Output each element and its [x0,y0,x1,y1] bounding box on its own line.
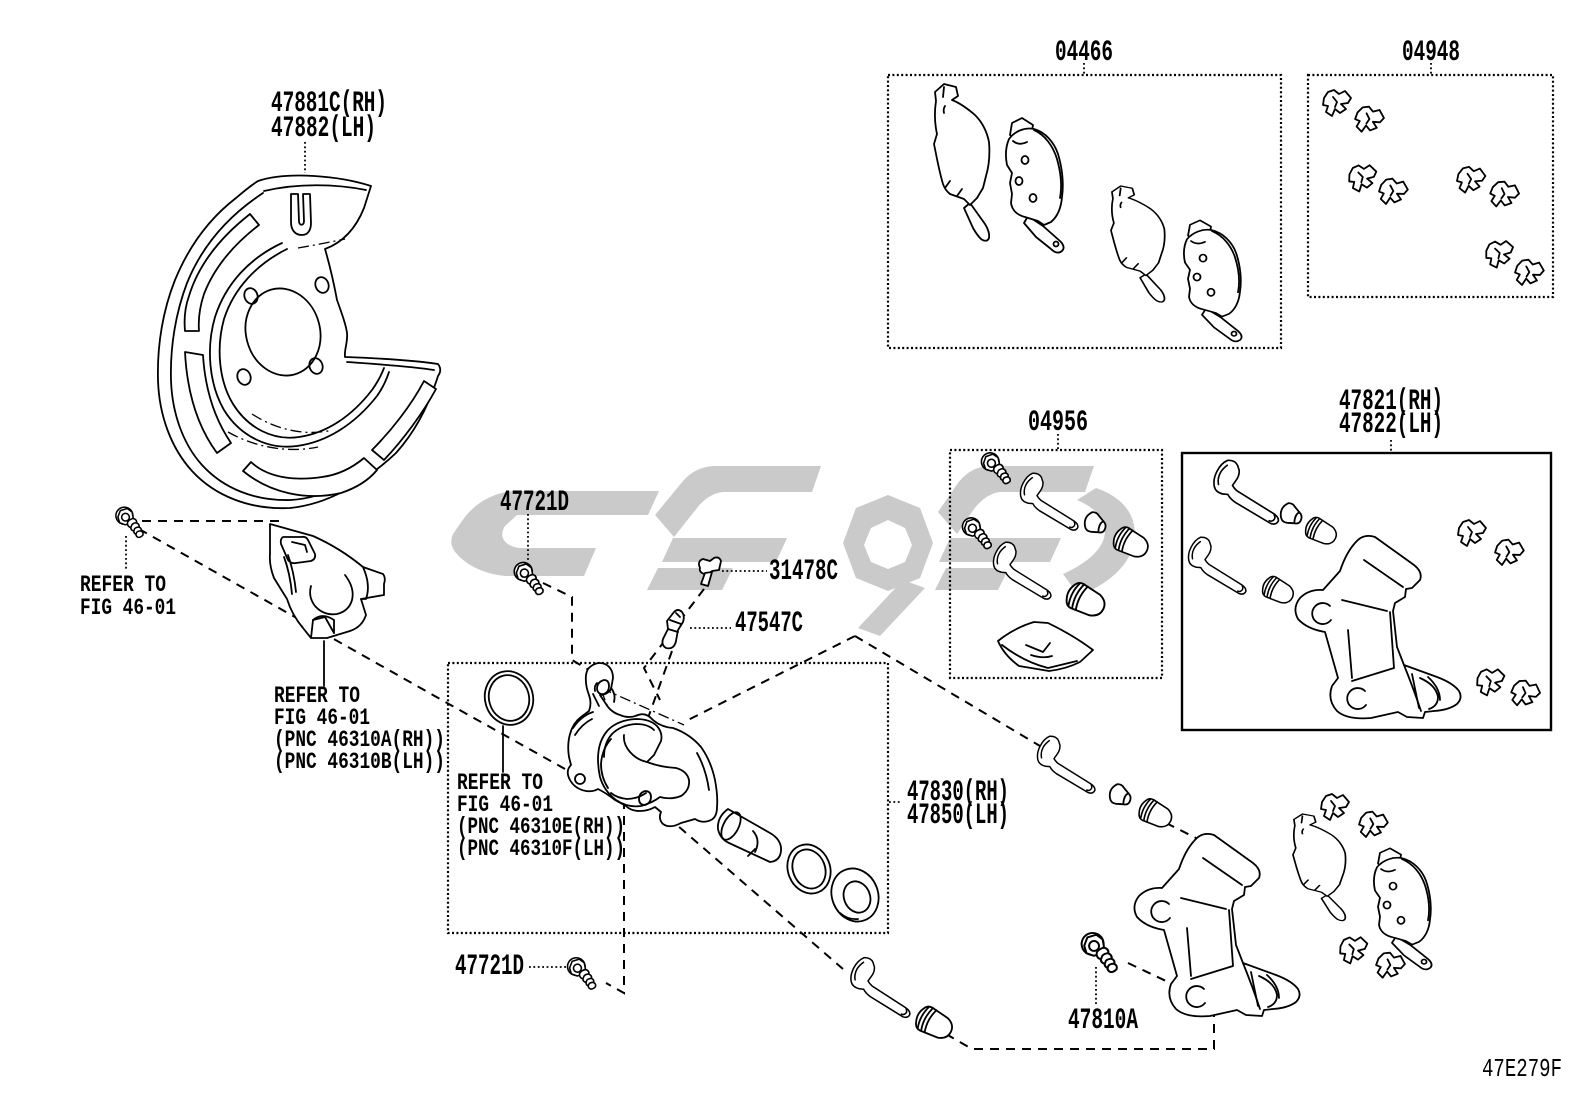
svg-text:FIG 46-01: FIG 46-01 [274,705,370,731]
svg-text:47E279F: 47E279F [1482,1054,1562,1084]
svg-text:31478C: 31478C [769,555,838,589]
svg-text:FIG 46-01: FIG 46-01 [457,792,553,818]
svg-text:(PNC 46310A(RH)): (PNC 46310A(RH)) [274,727,445,753]
svg-text:47821(RH): 47821(RH) [1339,385,1443,419]
svg-text:47830(RH): 47830(RH) [907,776,1009,810]
svg-text:04948: 04948 [1402,36,1460,70]
svg-text:FIG 46-01: FIG 46-01 [80,595,176,621]
svg-text:47822(LH): 47822(LH) [1339,408,1443,442]
svg-text:REFER TO: REFER TO [457,770,543,796]
svg-text:47810A: 47810A [1068,1004,1138,1038]
svg-text:(PNC 46310E(RH)): (PNC 46310E(RH)) [457,814,625,840]
svg-text:47882(LH): 47882(LH) [271,112,376,146]
svg-text:(PNC 46310B(LH)): (PNC 46310B(LH)) [274,749,445,775]
svg-text:47881C(RH): 47881C(RH) [271,87,387,121]
svg-text:47547C: 47547C [735,607,803,641]
svg-text:(PNC 46310F(LH)): (PNC 46310F(LH)) [457,836,625,862]
svg-text:47721D: 47721D [500,486,569,520]
svg-text:47850(LH): 47850(LH) [907,799,1009,833]
svg-text:REFER TO: REFER TO [274,683,360,709]
svg-text:04466: 04466 [1055,36,1113,70]
svg-text:47721D: 47721D [455,950,524,984]
svg-text:04956: 04956 [1028,406,1088,440]
svg-text:REFER TO: REFER TO [80,572,166,598]
